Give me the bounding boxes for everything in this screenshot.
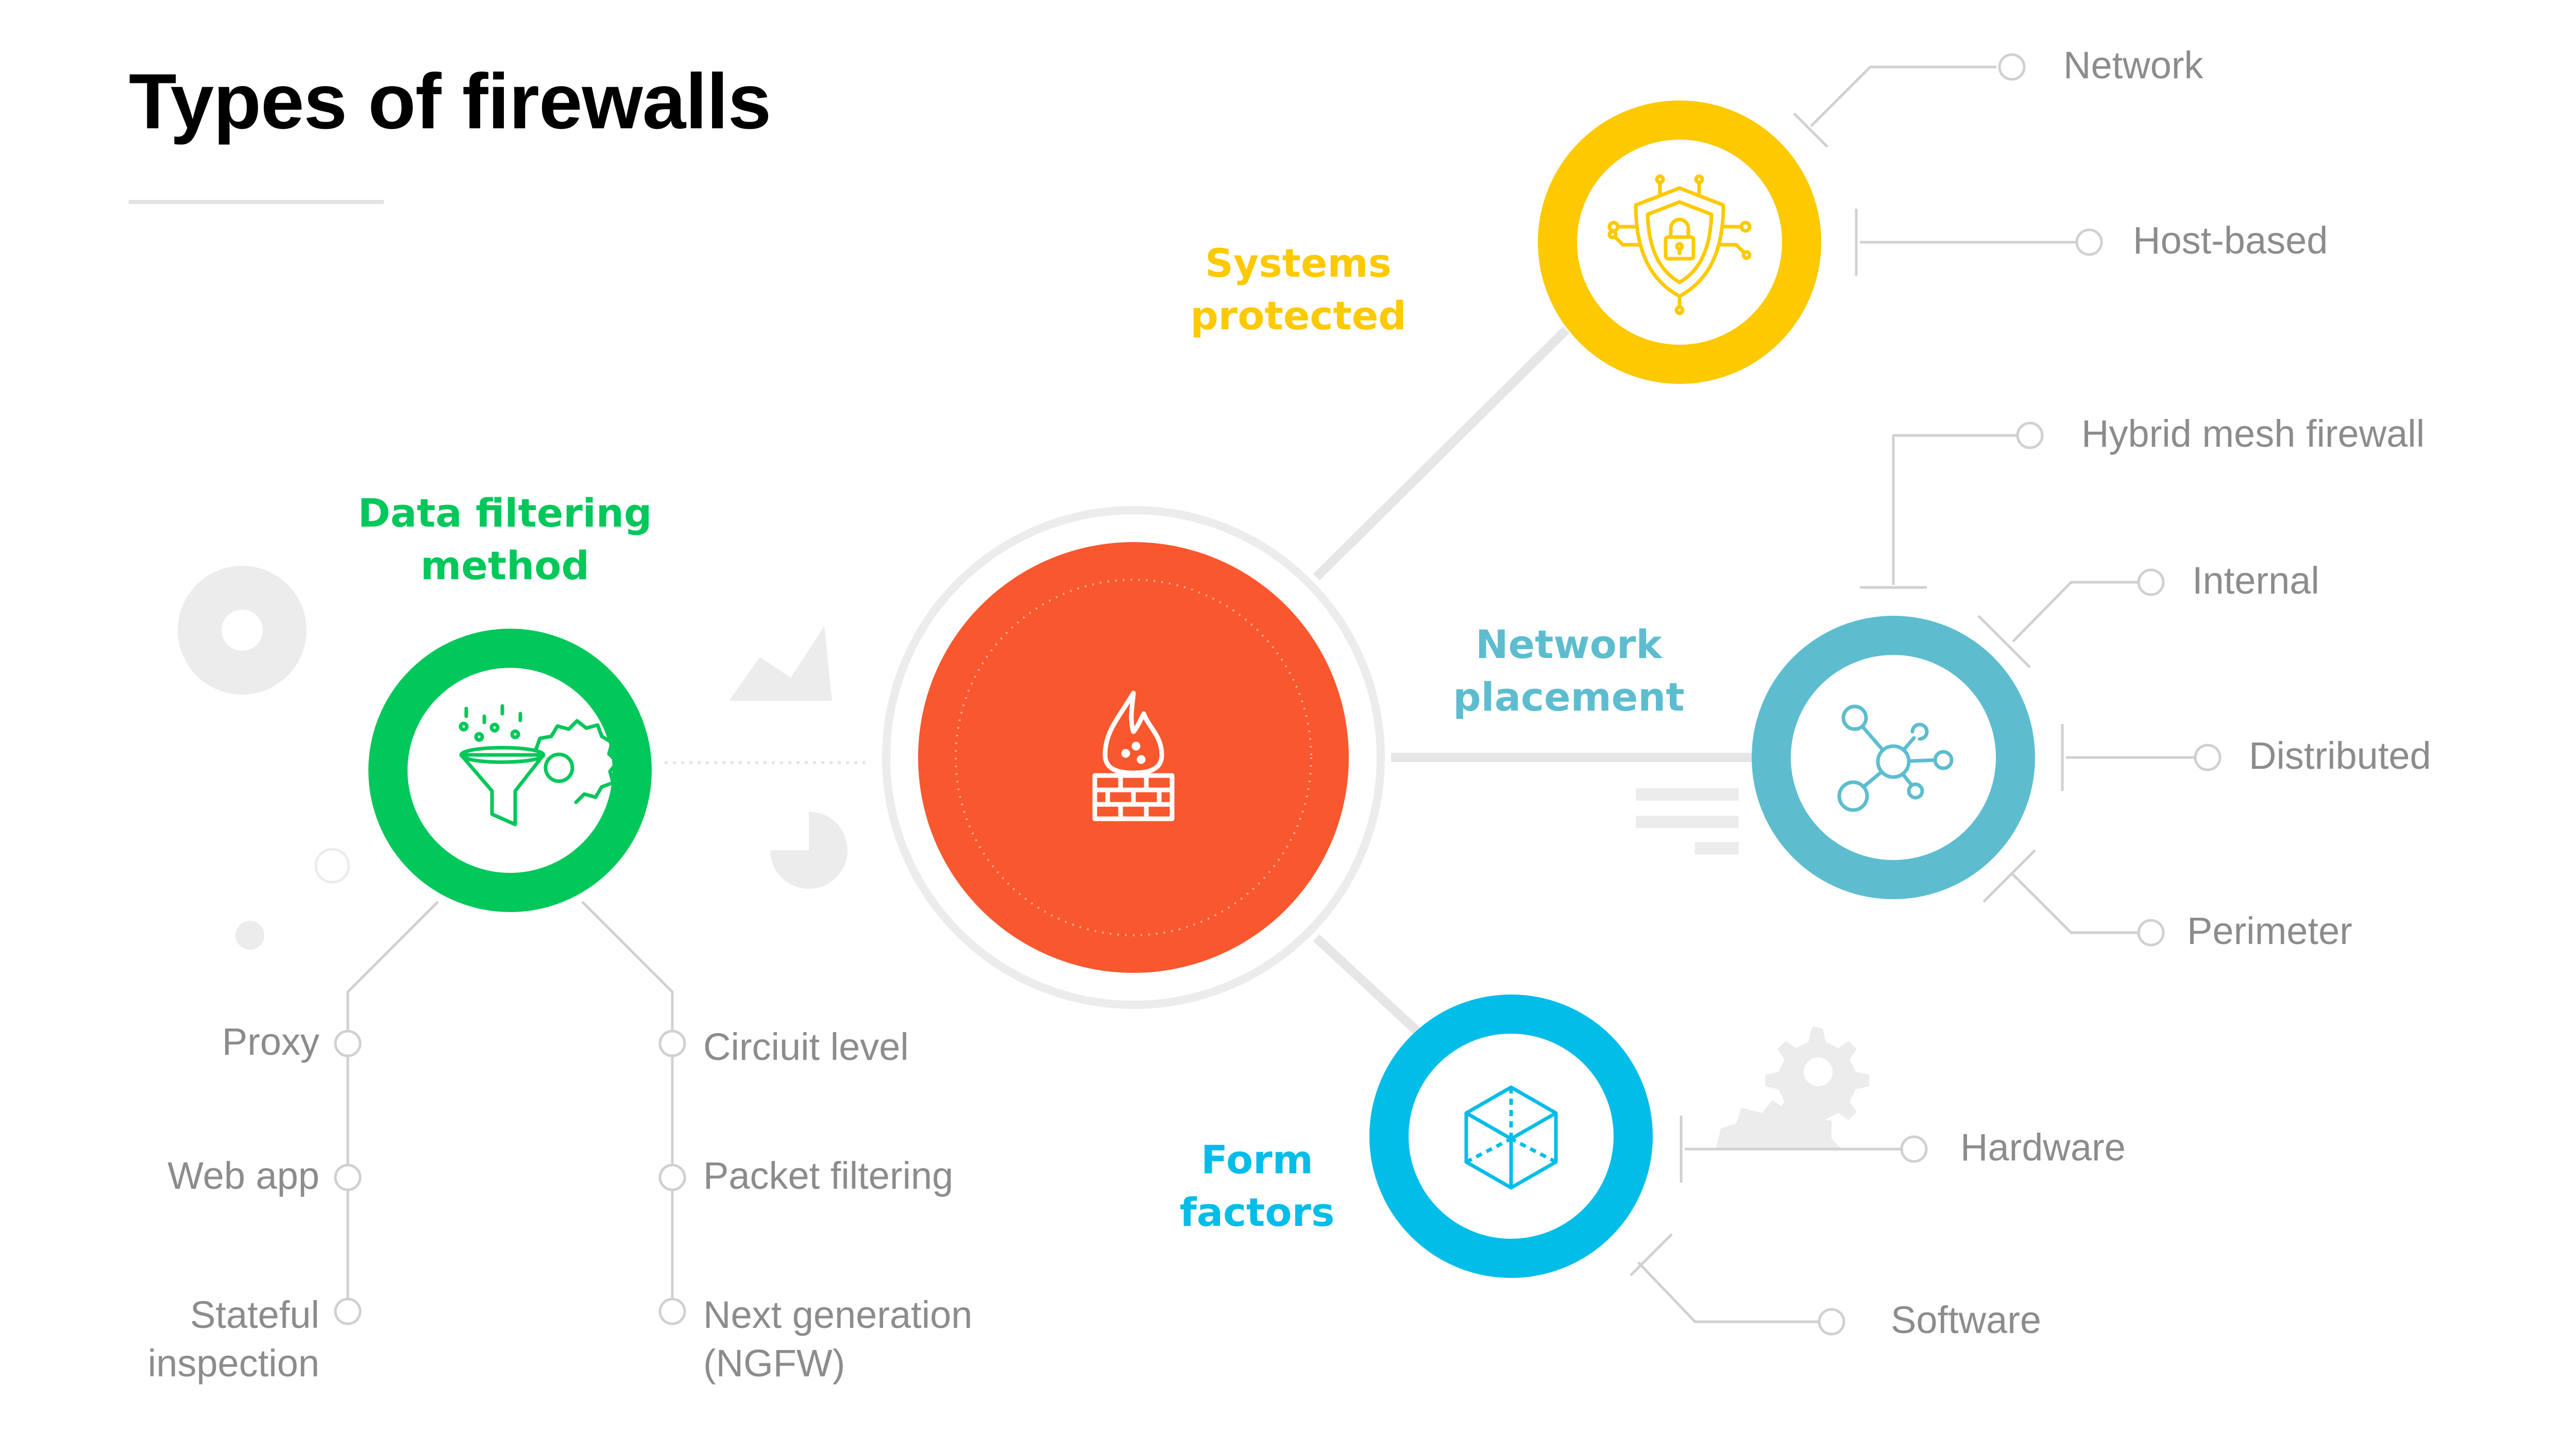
network-placement-node (1752, 616, 2035, 899)
area-chart-icon (729, 626, 832, 701)
data-filtering-node (368, 629, 652, 912)
hub-connectors (1313, 326, 1757, 1039)
gear-half-icon (1716, 1100, 1842, 1149)
text-lines-icon-2 (1636, 816, 1739, 828)
cube-icon (1464, 1085, 1558, 1190)
gear-icon (1765, 1026, 1869, 1133)
page-title: Types of firewalls (129, 58, 771, 145)
leaf-packet-filtering: Packet filtering (703, 1154, 954, 1197)
leaf-software: Software (1891, 1299, 2042, 1341)
decorative-background (177, 566, 1869, 1149)
leaf-hybrid-mesh-firewall: Hybrid mesh firewall (2081, 412, 2425, 455)
network-placement-label: Network placement (1453, 621, 1685, 720)
leaf-next-generation: Next generation (NGFW) (703, 1293, 973, 1385)
systems-protected-node (1538, 100, 1821, 384)
text-lines-icon-3 (1695, 842, 1739, 854)
leaf-stateful-inspection: Stateful inspection (147, 1293, 319, 1385)
shield-lock-icon (1607, 174, 1752, 315)
leaf-proxy: Proxy (222, 1020, 319, 1063)
leaf-host-based: Host-based (2133, 219, 2328, 262)
leaf-hardware: Hardware (1960, 1126, 2126, 1169)
leaf-perimeter: Perimeter (2187, 909, 2352, 952)
network-hub-icon (1837, 704, 1954, 812)
form-factor-branches (1630, 1116, 1928, 1336)
leaf-web-app: Web app (167, 1154, 319, 1197)
systems-branches (1793, 53, 2103, 276)
small-dot-decor (235, 921, 264, 950)
donut-chart-icon (177, 566, 307, 695)
small-ring-decor (314, 848, 350, 884)
form-factors-label: Form factors (1179, 1137, 1335, 1235)
text-lines-icon (1636, 788, 1739, 801)
firewall-flame-icon (1092, 690, 1175, 821)
pie-chart-icon (770, 812, 848, 889)
title-underline (129, 200, 384, 204)
leaf-internal: Internal (2192, 559, 2319, 602)
leaf-circuit-level: Circiuit level (703, 1025, 909, 1068)
systems-protected-label: Systems protected (1190, 240, 1406, 339)
funnel-gear-icon (459, 704, 619, 827)
form-factors-node (1369, 995, 1653, 1278)
placement-branches (1860, 422, 2222, 947)
filtering-branches (334, 901, 686, 1325)
leaf-network: Network (2063, 44, 2204, 87)
center-firewall-node (882, 506, 1385, 1009)
leaf-distributed: Distributed (2249, 734, 2431, 777)
data-filtering-label: Data filtering method (358, 490, 652, 588)
